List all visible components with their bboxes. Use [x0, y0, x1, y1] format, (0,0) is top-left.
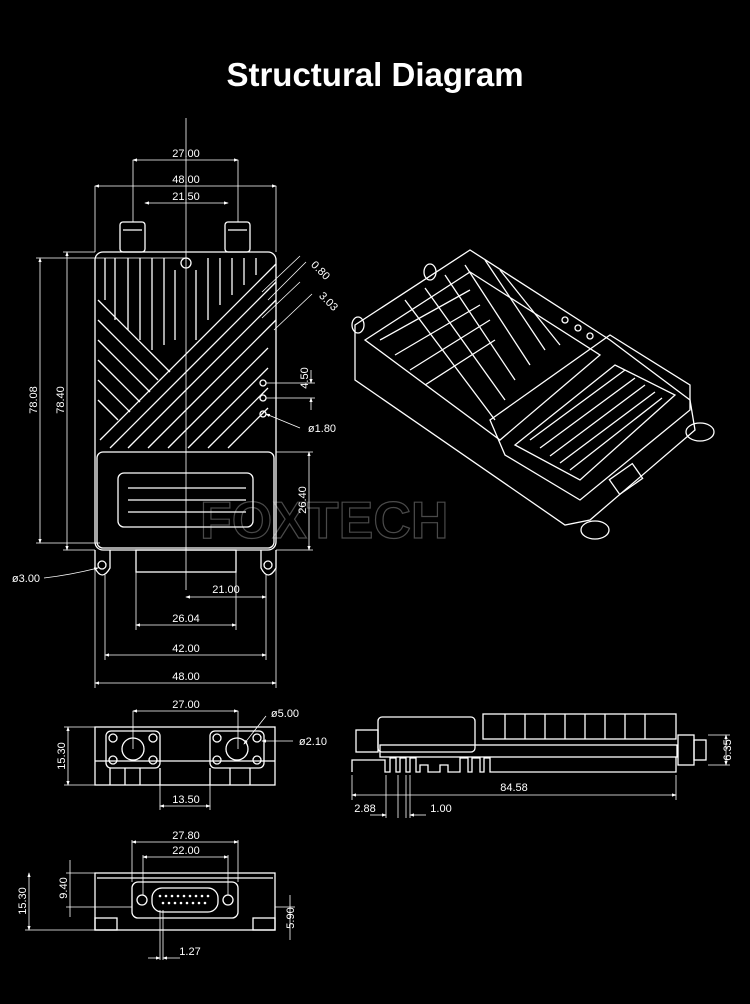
dim-cover-height: 26.40 [297, 486, 309, 514]
antenna-connector-right [224, 221, 251, 253]
dim-width-bottom: 48.00 [172, 671, 200, 683]
dim-back-connector-height: 9.40 [58, 877, 70, 898]
mount-hole-left [97, 560, 107, 570]
page-title: Structural Diagram [226, 56, 524, 93]
dim-fin-width: 0.80 [308, 259, 332, 283]
dim-led-diameter: ø1.80 [308, 423, 336, 435]
dim-fin-thickness: 1.00 [430, 803, 451, 815]
side-sma-connector [677, 734, 695, 766]
dim-width-top: 48.00 [172, 174, 200, 186]
antenna-connector-left [119, 221, 146, 253]
db-connector [151, 887, 219, 913]
dim-mount-hole: ø3.00 [12, 573, 40, 585]
dim-hole-offset: 21.00 [212, 584, 240, 596]
mount-hole-right [263, 560, 273, 570]
isometric-view [351, 249, 715, 540]
dim-hole-spacing: 42.00 [172, 643, 200, 655]
dim-inner-spacing: 21.50 [172, 191, 200, 203]
dim-height-outer: 78.08 [28, 386, 40, 414]
top-view: 27.00 48.00 21.50 78.08 78.40 0.80 3.03 … [12, 118, 340, 688]
front-view: 27.00 ø5.00 ø2.10 15.30 13.50 [56, 699, 327, 810]
dim-connector-height: 6.35 [722, 739, 734, 760]
dim-front-height: 15.30 [56, 742, 68, 770]
bottom-cover [96, 451, 275, 549]
data-connector [135, 549, 237, 573]
dim-fin-pitch: 3.03 [316, 290, 340, 314]
dim-outer-width: 27.80 [172, 830, 200, 842]
back-view: 27.80 22.00 9.40 15.30 5.90 1.27 [17, 830, 297, 960]
iso-cover [489, 334, 691, 501]
dim-base-offset: 5.90 [285, 907, 297, 928]
dim-screw-diameter: ø2.10 [299, 736, 327, 748]
side-view: 84.58 2.88 1.00 6.35 [351, 713, 734, 818]
dim-pin-pitch: 1.27 [179, 946, 200, 958]
db-connector-shell [131, 881, 239, 919]
dim-front-connector-spacing: 27.00 [172, 699, 200, 711]
dim-front-offset: 13.50 [172, 794, 200, 806]
dim-inner-width: 22.00 [172, 845, 200, 857]
dim-fin-gap: 2.88 [354, 803, 375, 815]
watermark-logo: FOXTECH [200, 492, 448, 550]
dim-led-pitch: 4.50 [299, 367, 311, 388]
dim-back-height: 15.30 [17, 887, 29, 915]
dim-height-body: 78.40 [55, 386, 67, 414]
dim-connector-spacing: 27.00 [172, 148, 200, 160]
sma-connector-right [209, 730, 265, 769]
dim-connector-diameter: ø5.00 [271, 708, 299, 720]
dim-connector-width: 26.04 [172, 613, 200, 625]
dim-length: 84.58 [500, 782, 528, 794]
